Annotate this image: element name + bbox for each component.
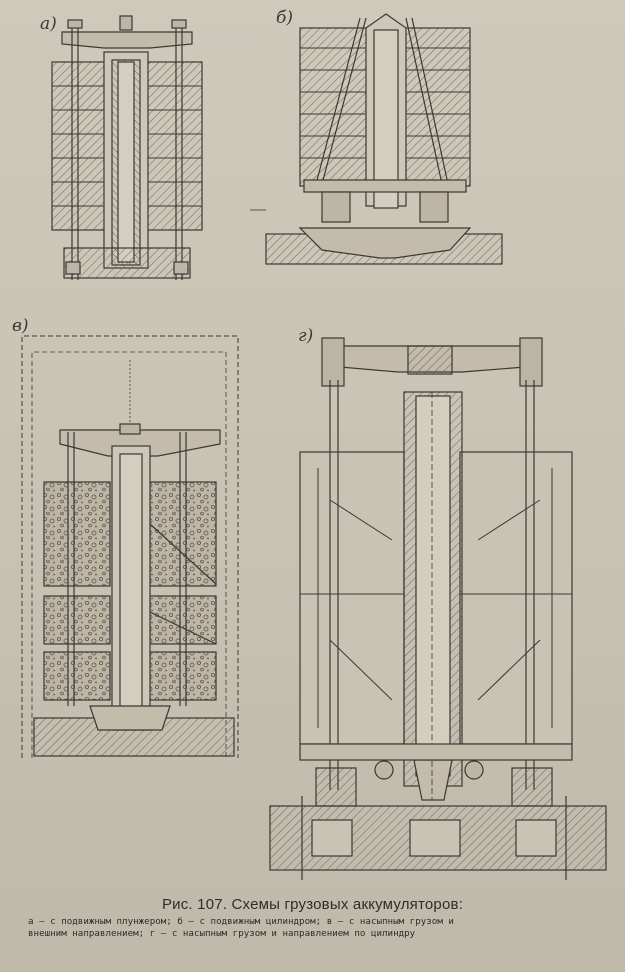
caption-line-1: а — с подвижным плунжером; б — с подвижн… xyxy=(28,916,454,927)
figure-caption: Рис. 107. Схемы грузовых аккумуляторов: … xyxy=(20,896,605,940)
figure-a-drawing xyxy=(51,15,203,280)
figure-b-drawing xyxy=(250,13,503,265)
figure-label-a: а) xyxy=(40,14,57,34)
figure-g-drawing xyxy=(269,337,607,880)
caption-line-2: внешним направлением; г — с насыпным гру… xyxy=(28,928,416,939)
figure-label-b: б) xyxy=(276,8,294,28)
figure-v-drawing xyxy=(21,335,239,758)
figure-label-g: г) xyxy=(298,326,314,346)
caption-title: Рис. 107. Схемы грузовых аккумуляторов: xyxy=(161,896,464,913)
figure-label-v: в) xyxy=(12,316,29,336)
